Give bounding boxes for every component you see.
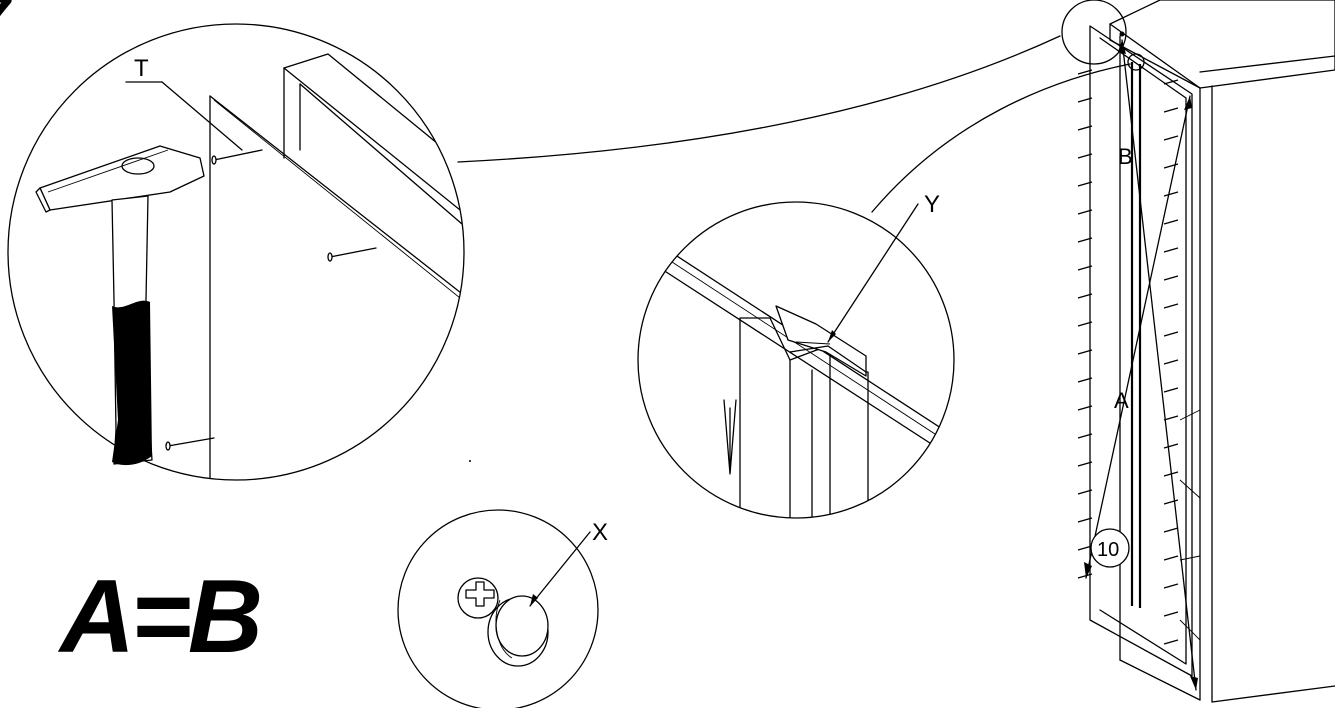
callout-line-top [457, 35, 1061, 163]
nail-mark [1077, 433, 1093, 439]
nail-mark [1163, 247, 1179, 253]
nail-mark [1077, 153, 1093, 159]
cabinet-icon: B A 10 [1061, 0, 1335, 703]
label-diagonal-a: A [1114, 388, 1129, 413]
nail-mark [1163, 639, 1179, 645]
nail-mark [1163, 527, 1179, 533]
nail-mark [1163, 611, 1179, 617]
nail-mark [1077, 125, 1093, 131]
hammer-icon [35, 145, 205, 466]
equation-a-equals-b: A=B [57, 559, 260, 675]
nail-mark [1077, 237, 1093, 243]
nail-mark [1163, 79, 1179, 85]
callout-line-groove [871, 63, 1131, 213]
label-part-number: 10 [1097, 539, 1119, 561]
nail-mark [1163, 107, 1179, 113]
detail-circle-groove [637, 201, 955, 519]
nail-mark [1077, 321, 1093, 327]
nail-mark [1163, 443, 1179, 449]
nail-mark [1163, 191, 1179, 197]
nail-mark [1163, 303, 1179, 309]
label-groove-y: Y [924, 191, 940, 218]
screw-cap-icon [457, 577, 549, 667]
nail-mark [1077, 489, 1093, 495]
nail-mark [1077, 97, 1093, 103]
nail-mark [1077, 377, 1093, 383]
arrow-down-icon [723, 399, 737, 475]
step-number: 7 [0, 0, 13, 60]
nail-icon [327, 247, 377, 262]
nail-mark [1163, 499, 1179, 505]
detail-screw-cap: X [397, 509, 608, 711]
nail-mark [1077, 405, 1093, 411]
detail-groove: Y [637, 191, 955, 519]
nail-mark [1163, 275, 1179, 281]
label-diagonal-b: B [1118, 144, 1133, 169]
nail-mark [1077, 265, 1093, 271]
nail-mark [1163, 555, 1179, 561]
nail-mark [1077, 461, 1093, 467]
nail-mark [1077, 293, 1093, 299]
nail-mark [1163, 583, 1179, 589]
nail-icon [211, 149, 263, 165]
nail-mark [1077, 545, 1093, 551]
nail-mark [1163, 135, 1179, 141]
detail-circle-nailing [7, 23, 465, 481]
nail-mark [1077, 517, 1093, 523]
nail-mark [1163, 163, 1179, 169]
nail-mark [1077, 349, 1093, 355]
nail-mark [1163, 359, 1179, 365]
nail-mark [1163, 387, 1179, 393]
nail-mark [1163, 331, 1179, 337]
nail-mark [1163, 219, 1179, 225]
nail-mark [1077, 69, 1093, 75]
nail-mark [1077, 209, 1093, 215]
nail-mark [1163, 415, 1179, 421]
nail-icon [165, 437, 215, 451]
label-cap-x: X [592, 519, 608, 546]
nail-mark [1163, 471, 1179, 477]
nail-mark [1077, 573, 1093, 579]
part-number-badge [1090, 528, 1130, 568]
nail-mark [1077, 181, 1093, 187]
label-nail-t: T [134, 55, 149, 82]
detail-nailing: T [7, 23, 465, 481]
